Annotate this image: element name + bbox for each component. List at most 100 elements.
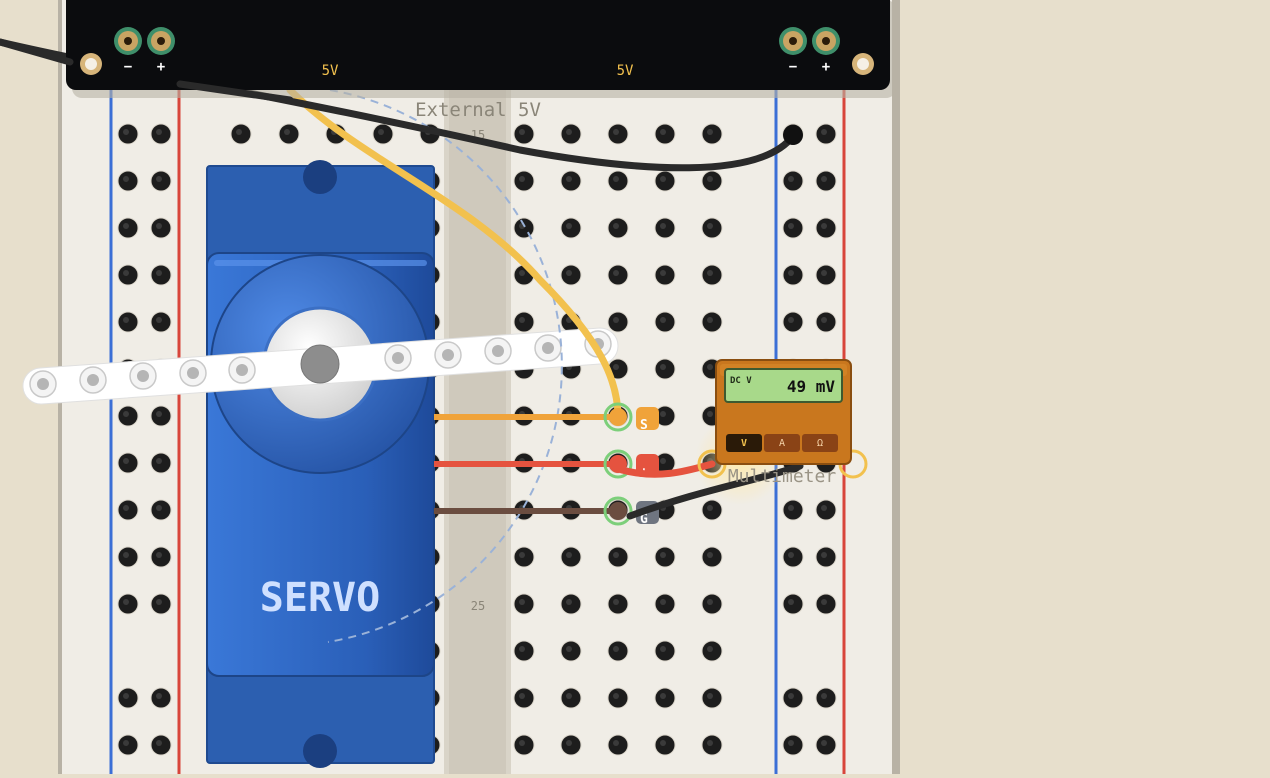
power-supply[interactable]: − + − + 5V 5V	[66, 0, 896, 98]
hole-highlight	[123, 693, 129, 699]
hole-highlight	[123, 223, 129, 229]
hole-highlight	[123, 458, 129, 464]
hole-highlight	[156, 693, 162, 699]
hole-highlight	[788, 270, 794, 276]
horn-hole-center	[37, 378, 49, 390]
supply-voltage-label-left: 5V	[322, 63, 339, 79]
hole-highlight	[707, 317, 713, 323]
hole-highlight	[788, 176, 794, 182]
hole-highlight	[156, 176, 162, 182]
hole-highlight	[284, 129, 290, 135]
hole-highlight	[707, 740, 713, 746]
hole-highlight	[707, 176, 713, 182]
hole-highlight	[123, 317, 129, 323]
hole-highlight	[660, 599, 666, 605]
supply-right-plus-label: +	[822, 59, 830, 75]
hole-highlight	[613, 599, 619, 605]
horn-hub-screw	[300, 344, 340, 384]
horn-hole-center	[542, 342, 554, 354]
hole-highlight	[156, 552, 162, 558]
hole-highlight	[519, 646, 525, 652]
hole-highlight	[707, 411, 713, 417]
supply-ground-wire-entry	[0, 38, 74, 66]
hole-highlight	[788, 223, 794, 229]
horn-hole-center	[442, 349, 454, 361]
multimeter-volts-button[interactable]	[726, 434, 762, 452]
hole-highlight	[660, 364, 666, 370]
hole-highlight	[788, 552, 794, 558]
hole-highlight	[156, 317, 162, 323]
hole-highlight	[566, 599, 572, 605]
hole-highlight	[660, 223, 666, 229]
hole-highlight	[123, 270, 129, 276]
servo-horn-arm[interactable]	[22, 327, 619, 405]
horn-hole-center	[492, 345, 504, 357]
hole-highlight	[123, 599, 129, 605]
hole-highlight	[519, 552, 525, 558]
hole-highlight	[123, 552, 129, 558]
multimeter-amps-button[interactable]	[764, 434, 800, 452]
horn-hole-center	[236, 364, 248, 376]
hole-highlight	[519, 129, 525, 135]
hole-highlight	[788, 693, 794, 699]
hole-highlight	[519, 176, 525, 182]
signal-pin-label: S	[640, 418, 648, 433]
hole-highlight	[566, 176, 572, 182]
hole-highlight	[566, 740, 572, 746]
multimeter[interactable]: DC V 49 mV V A Ω	[715, 359, 852, 465]
servo-motor[interactable]: SERVO	[206, 160, 435, 768]
hole-highlight	[519, 317, 525, 323]
hole-highlight	[821, 740, 827, 746]
horn-hole-center	[137, 370, 149, 382]
horn-hole-center	[87, 374, 99, 386]
hole-highlight	[156, 129, 162, 135]
hole-highlight	[707, 693, 713, 699]
supply-5v-wire[interactable]	[286, 86, 622, 421]
hole-highlight	[566, 552, 572, 558]
row-label-25: 25	[471, 599, 485, 613]
hole-highlight	[660, 317, 666, 323]
hole-highlight	[613, 176, 619, 182]
hole-highlight	[821, 270, 827, 276]
multimeter-mode: DC V	[730, 376, 752, 386]
signal-pin[interactable]	[609, 408, 627, 426]
hole-highlight	[707, 223, 713, 229]
hole-highlight	[123, 176, 129, 182]
volts-button-label: V	[741, 438, 747, 449]
hole-highlight	[788, 599, 794, 605]
hole-highlight	[707, 129, 713, 135]
hole-highlight	[156, 740, 162, 746]
hole-highlight	[566, 317, 572, 323]
hole-highlight	[156, 270, 162, 276]
hole-highlight	[821, 223, 827, 229]
hole-highlight	[519, 599, 525, 605]
horn-hole-center	[187, 367, 199, 379]
hole-highlight	[613, 270, 619, 276]
probe-red-lead[interactable]	[618, 460, 716, 478]
hole-highlight	[821, 176, 827, 182]
amps-button-label: A	[779, 438, 785, 449]
ground-pin[interactable]	[609, 502, 627, 520]
hole-highlight	[821, 552, 827, 558]
ohms-button-label: Ω	[817, 438, 823, 449]
mount-hole-bottom	[303, 734, 337, 768]
ground-wire-endpoint[interactable]	[783, 125, 803, 145]
hole-highlight	[707, 599, 713, 605]
hole-highlight	[660, 270, 666, 276]
supply-voltage-label-right: 5V	[617, 63, 634, 79]
hole-highlight	[519, 270, 525, 276]
servo-label: SERVO	[260, 575, 380, 621]
mount-hole-top	[303, 160, 337, 194]
multimeter-ohms-button[interactable]	[802, 434, 838, 452]
hole-highlight	[660, 740, 666, 746]
hole-highlight	[236, 129, 242, 135]
hole-highlight	[660, 458, 666, 464]
hole-highlight	[566, 646, 572, 652]
hole-highlight	[613, 693, 619, 699]
ground-pin-label: G	[640, 512, 648, 527]
probe-black-lead[interactable]	[626, 462, 804, 520]
multimeter-display	[724, 368, 843, 403]
hole-highlight	[821, 599, 827, 605]
hole-highlight	[660, 552, 666, 558]
hole-highlight	[788, 317, 794, 323]
